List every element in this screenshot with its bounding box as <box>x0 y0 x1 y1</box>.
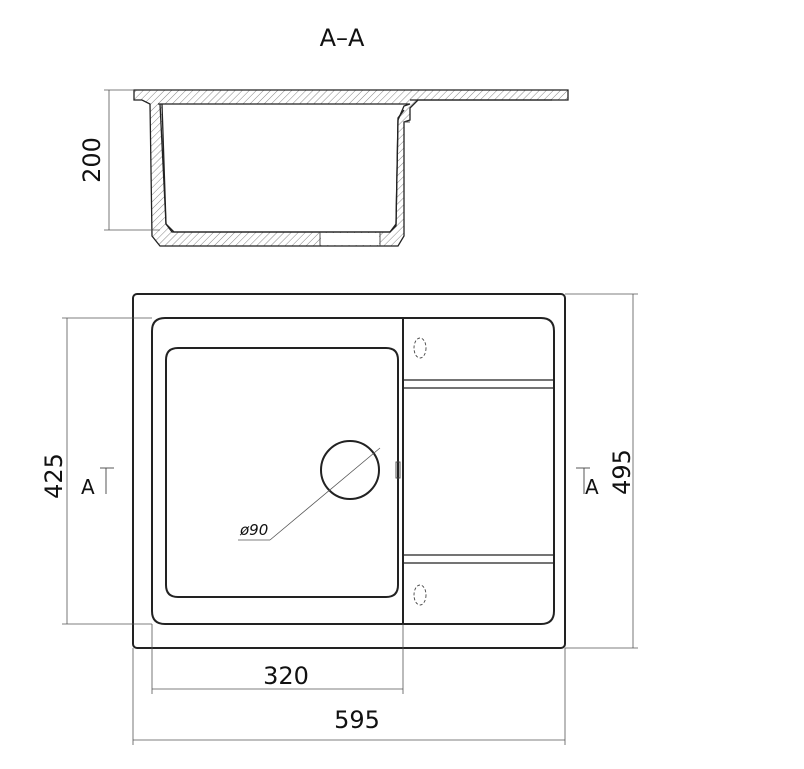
bowl-width-dimension: 320 <box>151 624 404 694</box>
section-wall-hatch <box>133 89 569 247</box>
section-marker-right: A <box>576 467 599 499</box>
plan-view: ø90 <box>132 293 566 649</box>
section-title: A–A <box>320 24 365 52</box>
section-view <box>133 89 569 247</box>
bowl-inner-outline <box>159 103 405 233</box>
drain-diameter-label: ø90 <box>239 521 268 539</box>
overall-length-dimension: 495 <box>565 293 638 649</box>
drain-diameter-leader <box>269 447 381 541</box>
overflow-slot <box>395 461 401 479</box>
bowl-length-dimension: 425 <box>40 317 152 625</box>
depth-dimension: 200 <box>78 89 160 231</box>
tap-hole-bottom <box>413 584 427 606</box>
bowl-outline <box>165 347 399 598</box>
drain-opening <box>321 233 379 245</box>
bowl-width-label: 320 <box>263 662 309 690</box>
overall-length-label: 495 <box>608 449 636 495</box>
depth-label: 200 <box>78 137 106 183</box>
drain-circle <box>320 440 380 500</box>
section-marker-left: A <box>81 467 114 499</box>
section-marker-left-label: A <box>81 475 95 499</box>
section-marker-right-label: A <box>585 475 599 499</box>
overall-width-dimension: 595 <box>132 648 566 745</box>
sink-inner-frame <box>151 317 555 625</box>
bowl-length-label: 425 <box>40 453 68 499</box>
tap-hole-top <box>413 337 427 359</box>
overall-width-label: 595 <box>334 706 380 734</box>
sink-outer-rim <box>132 293 566 649</box>
